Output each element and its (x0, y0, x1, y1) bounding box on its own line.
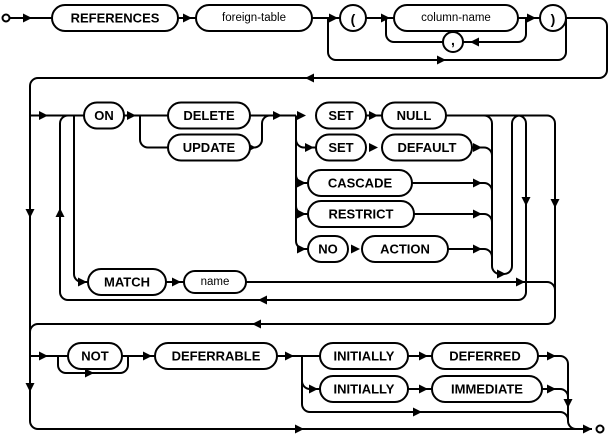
rail-s3-merge (538, 355, 592, 430)
keyword-box (51, 4, 179, 32)
keyword-box (154, 342, 278, 370)
rail-comma-loop-right (463, 18, 527, 43)
keyword-label: REFERENCES (71, 11, 160, 26)
keyword-box (381, 101, 447, 130)
node-null: NULL (381, 101, 447, 130)
flow-arrowheads (23, 13, 592, 434)
keyword-label: INITIALLY (334, 349, 395, 364)
node-initially-deferred: INITIALLY (319, 342, 409, 370)
punctuation-circle (442, 31, 464, 53)
nonterminal-label: name (201, 276, 230, 288)
keyword-box (319, 342, 409, 370)
node-restrict: RESTRICT (307, 200, 415, 228)
nonterminal-box (183, 270, 247, 294)
nonterminal-box (195, 4, 313, 32)
punctuation-circle (539, 4, 567, 32)
node-set-default-set: SET (315, 133, 367, 162)
rails (9, 17, 608, 430)
rail-cascade-exit (412, 182, 493, 192)
node-column-name: column-name (393, 4, 519, 32)
keyword-box (381, 133, 473, 162)
rail-s3-row2-out (542, 388, 569, 398)
keyword-box (431, 375, 543, 403)
node-name: name (183, 270, 247, 294)
keyword-label: NO (318, 242, 338, 257)
keyword-box (431, 342, 539, 370)
keyword-label: DELETE (183, 108, 235, 123)
rail-name-exit (246, 281, 556, 291)
rail-action-exit (448, 248, 493, 258)
keyword-box (67, 342, 123, 370)
node-deferred: DEFERRED (431, 342, 539, 370)
keyword-label: NULL (397, 108, 432, 123)
rail-wrap-left-spine (29, 17, 608, 430)
node-update: UPDATE (167, 133, 251, 162)
keyword-label: RESTRICT (329, 207, 394, 222)
punctuation-label: , (451, 32, 455, 48)
punctuation-label: ) (551, 11, 556, 27)
keyword-label: CASCADE (328, 176, 393, 191)
keyword-box (167, 133, 251, 162)
keyword-box (319, 375, 409, 403)
keyword-box (361, 235, 449, 263)
nonterminal-label: foreign-table (222, 12, 286, 24)
node-default: DEFAULT (381, 133, 473, 162)
rail-update-rejoin (250, 114, 271, 149)
punctuation-label: ( (351, 11, 356, 27)
rail-action-row2-in (295, 139, 316, 149)
node-set-null-set: SET (315, 101, 367, 130)
rail-match-branch (73, 115, 88, 283)
rail-default-exit (472, 146, 493, 156)
keyword-label: IMMEDIATE (451, 382, 523, 397)
keyword-box (83, 101, 125, 130)
node-delete: DELETE (167, 101, 251, 130)
keyword-label: SET (328, 108, 353, 123)
node-comma: , (442, 31, 464, 53)
node-deferrable: DEFERRABLE (154, 342, 278, 370)
rail-s3-skip (301, 356, 569, 421)
node-immediate: IMMEDIATE (431, 375, 543, 403)
rail-restrict-exit (414, 213, 493, 223)
node-match: MATCH (87, 268, 167, 296)
node-lparen: ( (339, 4, 367, 32)
keyword-box (307, 235, 349, 263)
node-action: ACTION (361, 235, 449, 263)
node-initially-immediate: INITIALLY (319, 375, 409, 403)
node-no: NO (307, 235, 349, 263)
node-on: ON (83, 101, 125, 130)
end-terminal-icon (595, 424, 605, 434)
nonterminal-box (393, 4, 519, 32)
keyword-label: INITIALLY (334, 382, 395, 397)
node-references: REFERENCES (51, 4, 179, 32)
keyword-box (307, 169, 413, 197)
keyword-label: UPDATE (183, 140, 236, 155)
punctuation-circle (339, 4, 367, 32)
keyword-label: NOT (81, 349, 109, 364)
rail-update-branch (139, 115, 168, 149)
rail-comma-loop-left (385, 18, 443, 43)
keyword-box (307, 200, 415, 228)
nonterminal-label: column-name (421, 12, 491, 24)
rail-paren-bypass (327, 18, 567, 61)
keyword-label: DEFAULT (398, 140, 457, 155)
keyword-label: MATCH (104, 275, 150, 290)
keyword-label: SET (328, 140, 353, 155)
rail-s3-row2-in (301, 356, 320, 390)
node-foreign-table: foreign-table (195, 4, 313, 32)
keyword-box (315, 101, 367, 130)
start-terminal-icon (1, 13, 11, 23)
rail-repeat-loop (59, 114, 527, 301)
keyword-box (167, 101, 251, 130)
keyword-label: DEFERRED (449, 349, 521, 364)
keyword-label: ON (94, 108, 114, 123)
keyword-label: ACTION (380, 242, 430, 257)
node-not: NOT (67, 342, 123, 370)
keyword-box (87, 268, 167, 296)
node-cascade: CASCADE (307, 169, 413, 197)
keyword-box (315, 133, 367, 162)
keyword-label: DEFERRABLE (172, 349, 261, 364)
node-rparen: ) (539, 4, 567, 32)
rail-s2-exit (29, 114, 556, 333)
